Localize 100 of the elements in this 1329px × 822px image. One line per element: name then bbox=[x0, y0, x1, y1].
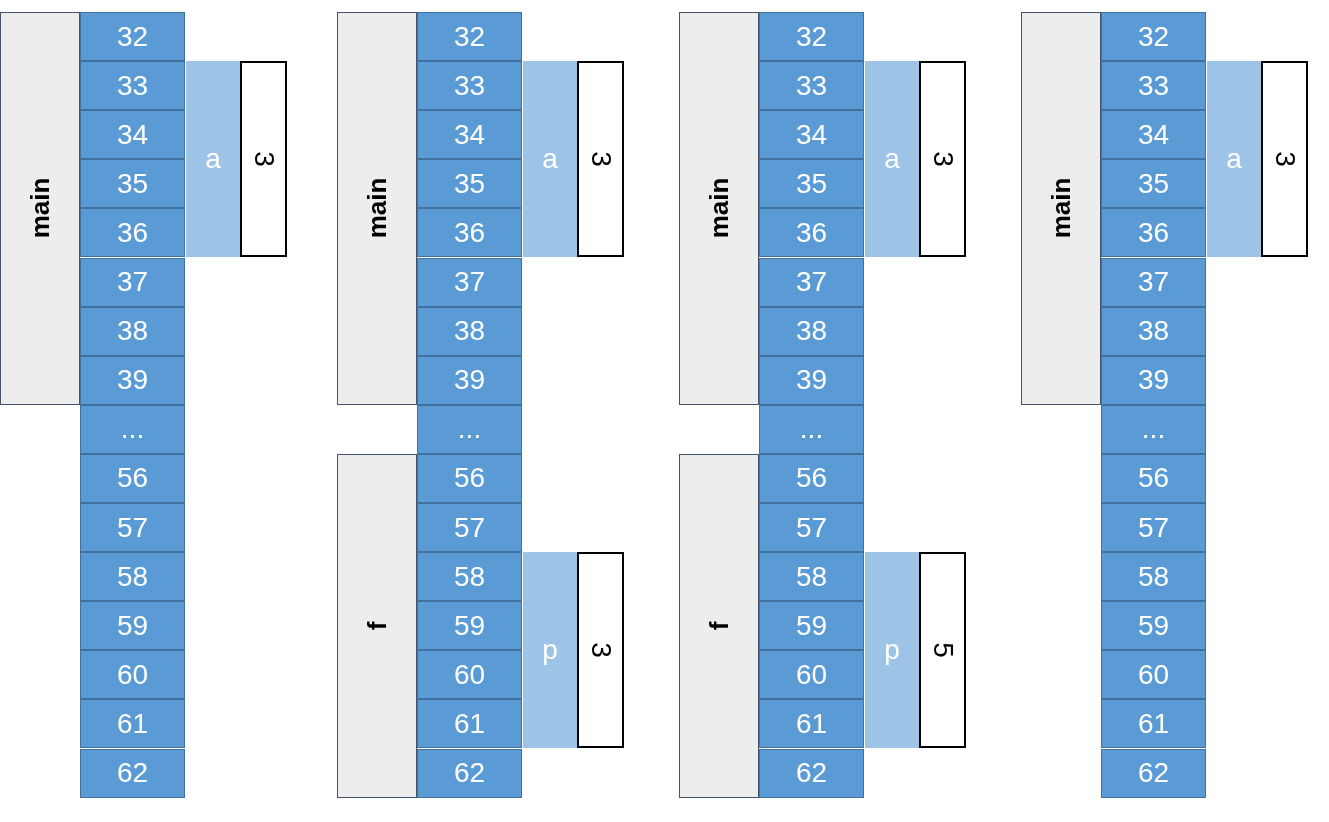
variable-name: p bbox=[884, 636, 900, 665]
address-number: 37 bbox=[1137, 268, 1170, 297]
memory-cell bbox=[417, 650, 522, 700]
address-number: 62 bbox=[795, 759, 828, 788]
memory-cell bbox=[1101, 159, 1206, 209]
memory-cell bbox=[1101, 699, 1206, 749]
value-text: 5 bbox=[928, 642, 957, 659]
address-number: 36 bbox=[453, 218, 486, 247]
memory-cell bbox=[759, 552, 864, 602]
stack-frame-box bbox=[679, 453, 759, 798]
address-number: 60 bbox=[453, 660, 486, 689]
value-box bbox=[1261, 61, 1308, 258]
memory-cell bbox=[80, 404, 185, 454]
value-text: 3 bbox=[586, 642, 615, 659]
memory-cell bbox=[759, 110, 864, 160]
address-number: 37 bbox=[453, 268, 486, 297]
variable-box bbox=[865, 61, 919, 258]
address-number: 58 bbox=[795, 562, 828, 591]
address-number: 38 bbox=[116, 317, 149, 346]
address-number: 34 bbox=[795, 120, 828, 149]
address-number: 59 bbox=[453, 611, 486, 640]
address-number: 32 bbox=[116, 22, 149, 51]
address-number: 62 bbox=[116, 759, 149, 788]
memory-cell bbox=[759, 61, 864, 111]
variable-name: a bbox=[542, 145, 558, 174]
address-number: 61 bbox=[453, 709, 486, 738]
memory-cell bbox=[1101, 601, 1206, 651]
address-number: 32 bbox=[453, 22, 486, 51]
address-number: 39 bbox=[116, 366, 149, 395]
memory-cell bbox=[80, 552, 185, 602]
variable-name: a bbox=[884, 145, 900, 174]
frame-name: main bbox=[706, 178, 732, 239]
memory-cell bbox=[417, 355, 522, 405]
address-number: 34 bbox=[453, 120, 486, 149]
memory-cell bbox=[759, 159, 864, 209]
address-number: 38 bbox=[453, 317, 486, 346]
memory-cell bbox=[417, 306, 522, 356]
memory-cell bbox=[759, 453, 864, 503]
memory-cell bbox=[1101, 208, 1206, 258]
memory-cell bbox=[80, 699, 185, 749]
address-number: 33 bbox=[795, 71, 828, 100]
address-number: ... bbox=[799, 415, 824, 444]
address-number: 56 bbox=[1137, 464, 1170, 493]
memory-cell bbox=[417, 404, 522, 454]
stack-frame-box bbox=[1021, 12, 1101, 405]
address-number: 57 bbox=[116, 513, 149, 542]
address-number: 56 bbox=[795, 464, 828, 493]
address-number: 38 bbox=[795, 317, 828, 346]
address-number: 59 bbox=[116, 611, 149, 640]
variable-name: a bbox=[205, 145, 221, 174]
memory-cell bbox=[1101, 355, 1206, 405]
address-number: 35 bbox=[116, 169, 149, 198]
memory-cell bbox=[80, 306, 185, 356]
memory-cell bbox=[759, 404, 864, 454]
address-number: 32 bbox=[1137, 22, 1170, 51]
stack-frame-box bbox=[0, 12, 80, 405]
address-number: 33 bbox=[116, 71, 149, 100]
address-number: 39 bbox=[453, 366, 486, 395]
memory-cell bbox=[417, 552, 522, 602]
memory-cell bbox=[80, 208, 185, 258]
memory-cell bbox=[417, 748, 522, 798]
address-number: 35 bbox=[453, 169, 486, 198]
address-number: 61 bbox=[795, 709, 828, 738]
memory-cell bbox=[80, 748, 185, 798]
memory-cell bbox=[759, 601, 864, 651]
memory-cell bbox=[1101, 453, 1206, 503]
stack-frame-box bbox=[679, 12, 759, 405]
memory-cell bbox=[80, 257, 185, 307]
stack-frame-box bbox=[337, 12, 417, 405]
variable-box bbox=[186, 61, 240, 258]
value-box bbox=[577, 552, 624, 749]
address-number: 35 bbox=[1137, 169, 1170, 198]
address-number: 35 bbox=[795, 169, 828, 198]
address-number: 61 bbox=[116, 709, 149, 738]
stack-frame-box bbox=[337, 453, 417, 798]
frame-name: main bbox=[27, 178, 53, 239]
address-number: 33 bbox=[453, 71, 486, 100]
memory-cell bbox=[759, 748, 864, 798]
address-number: 39 bbox=[795, 366, 828, 395]
address-number: 34 bbox=[116, 120, 149, 149]
variable-name: p bbox=[542, 636, 558, 665]
value-text: 3 bbox=[928, 151, 957, 168]
value-box bbox=[919, 61, 966, 258]
memory-cell bbox=[417, 61, 522, 111]
address-number: 62 bbox=[453, 759, 486, 788]
frame-name: main bbox=[364, 178, 390, 239]
memory-cell bbox=[80, 159, 185, 209]
value-text: 3 bbox=[249, 151, 278, 168]
memory-cell bbox=[759, 650, 864, 700]
memory-cell bbox=[80, 61, 185, 111]
address-number: 58 bbox=[453, 562, 486, 591]
address-number: 57 bbox=[453, 513, 486, 542]
memory-cell bbox=[80, 355, 185, 405]
memory-cell bbox=[417, 699, 522, 749]
address-number: 32 bbox=[795, 22, 828, 51]
address-number: ... bbox=[457, 415, 482, 444]
address-number: 59 bbox=[795, 611, 828, 640]
address-number: 56 bbox=[453, 464, 486, 493]
memory-cell bbox=[759, 12, 864, 62]
memory-cell bbox=[80, 110, 185, 160]
